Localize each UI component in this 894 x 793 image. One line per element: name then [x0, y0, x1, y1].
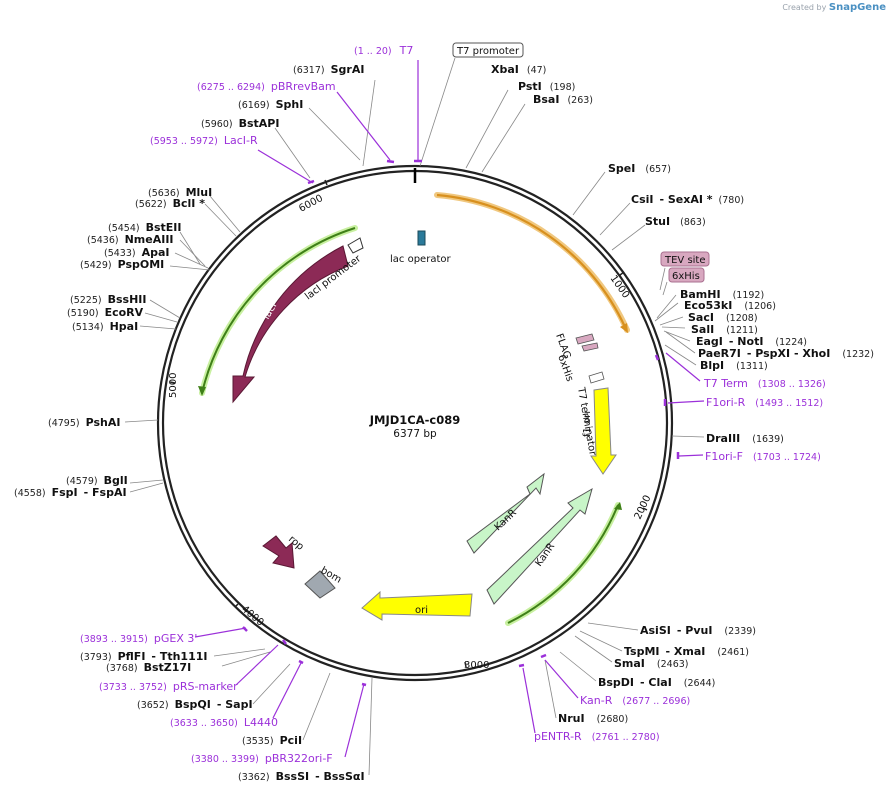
kanR-label-1: KanR [493, 508, 519, 534]
enzyme-bspdi: BspDI- ClaI(2644) [598, 676, 715, 689]
lac-operator-feature [417, 230, 426, 246]
enzyme-pcii: (3535)PciI [242, 734, 302, 747]
t7-promoter-label: T7 promoter [456, 46, 520, 57]
snapgene-logo: SnapGene [828, 2, 886, 13]
enzyme-nrui: NruI(2680) [558, 712, 628, 725]
primer-t7-term: T7 Term(1308 .. 1326) [703, 377, 826, 390]
enzyme-saci: SacI(1208) [688, 311, 758, 324]
enzyme-blpi: BlpI(1311) [700, 359, 768, 372]
orf-arc [436, 193, 626, 328]
enzyme-eagi: EagI- NotI(1224) [696, 335, 807, 348]
enzyme-apai: (5433)ApaI [104, 246, 170, 259]
flag-feature [575, 333, 595, 345]
enzyme-psti: PstI(198) [518, 80, 575, 93]
enzyme-sphi: (6169)SphI [238, 98, 303, 111]
tev-site-label: TEV site [664, 255, 706, 266]
enzyme-bcli: (5622)BclI * [135, 197, 205, 210]
enzyme-bspqi: (3652)BspQI- SapI [137, 698, 253, 711]
enzyme-ecorv: (5190)EcoRV [67, 306, 144, 319]
enzyme-csii: CsiI- SexAI *(780) [631, 193, 744, 206]
orf-arc-right [507, 504, 619, 624]
enzyme-bsshii: (5225)BssHII [70, 293, 146, 306]
enzyme-pspomi: (5429)PspOMI [80, 258, 164, 271]
tev-site-box [660, 251, 710, 267]
his6-box-label: 6xHis [672, 271, 700, 282]
primer-pbr322ori-f: (3380 .. 3399)pBR322ori-F [191, 752, 333, 765]
lacI-feature [232, 245, 349, 404]
enzyme-bstapi: (5960)BstAPI [201, 117, 279, 130]
orf-arc-right-arrowhead [614, 502, 622, 510]
enzyme-tspmi: TspMI- XmaI(2461) [624, 645, 749, 658]
enzyme-bsssi: (3362)BssSI- BssSαI [238, 770, 365, 783]
enzyme-sgrai: (6317)SgrAI [293, 63, 364, 76]
primer-laci-r: (5953 .. 5972)LacI-R [150, 134, 258, 147]
orf-arc-left [201, 227, 356, 394]
enzyme-xbai: XbaI(47) [491, 63, 546, 76]
enzyme-stui: StuI(863) [645, 215, 706, 228]
enzyme-paer7i: PaeR7I- PspXI - XhoI(1232) [698, 347, 874, 360]
enzyme-mlui: (5636)MluI [148, 186, 212, 199]
his6-feature [581, 342, 599, 352]
enzyme-pflfi: (3793)PflFI- Tth111I [80, 650, 207, 663]
orf-arc-glow [434, 192, 630, 333]
primer-l4440: (3633 .. 3650)L4440 [170, 716, 278, 729]
leader-lines [124, 57, 705, 776]
f1-ori-label: f1 ori [582, 411, 593, 437]
enzyme-bsai: BsaI(263) [533, 93, 593, 106]
ori-label: ori [415, 605, 428, 616]
kanR-feature-2 [486, 487, 593, 605]
enzyme-draiii: DraIII(1639) [706, 432, 784, 445]
enzyme-bsteii: (5454)BstEII [108, 221, 181, 234]
primer-pentr-r: pENTR-R(2761 .. 2780) [534, 730, 660, 743]
lacI-promoter-feature [347, 237, 364, 254]
primer-f1ori-r: F1ori-R(1493 .. 1512) [706, 396, 823, 409]
enzyme-nmeaiii: (5436)NmeAIII [87, 233, 174, 246]
enzyme-bstz17i: (3768)BstZ17I [106, 661, 191, 674]
t7-terminator-feature [588, 371, 605, 384]
enzyme-labels: (6317)SgrAI XbaI(47) PstI(198) BsaI(263)… [14, 63, 874, 783]
tick-label-6000: 6000 [297, 193, 325, 215]
enzyme-asisi: AsiSI- PvuI(2339) [640, 624, 756, 637]
snapgene-credit: Created by SnapGene [782, 2, 886, 13]
orf-arc-left-arrowhead [198, 386, 206, 396]
t7-promoter-box [452, 42, 524, 58]
tick-label-4000: 4000 [239, 604, 266, 629]
tick-label-5000: 5000 [168, 373, 179, 398]
primer-marks [242, 159, 680, 687]
tick-marks [169, 179, 648, 668]
tick-label-2000: 2000 [633, 494, 654, 522]
lac-operator-label: lac operator [390, 254, 451, 265]
plasmid-name: JMJD1CA-c089 [369, 413, 460, 427]
primer-prs-marker: (3733 .. 3752)pRS-marker [99, 680, 238, 693]
enzyme-hpai: (5134)HpaI [72, 320, 138, 333]
ori-feature [361, 590, 473, 621]
primer-pgex-3: (3893 .. 3915)pGEX 3' [80, 632, 197, 645]
credit-prefix: Created by [782, 3, 827, 12]
enzyme-bgli: (4579)BglI [66, 474, 128, 487]
rop-feature [262, 535, 295, 569]
enzyme-bamhi: BamHI(1192) [680, 288, 764, 301]
enzyme-fspi: (4558)FspI- FspAI [14, 486, 127, 499]
primer-kan-r: Kan-R(2677 .. 2696) [580, 694, 690, 707]
f1-ori-feature [590, 387, 617, 475]
orf-arc-arrowhead [620, 323, 628, 333]
enzyme-sali: SalI(1211) [691, 323, 758, 336]
kanR-feature-1 [466, 472, 545, 554]
primer-f1ori-f: F1ori-F(1703 .. 1724) [705, 450, 821, 463]
enzyme-smai: SmaI(2463) [614, 657, 689, 670]
plasmid-length: 6377 bp [393, 428, 437, 440]
his6-box [668, 267, 705, 283]
bom-feature [304, 570, 336, 599]
enzyme-eco53ki: Eco53kI(1206) [684, 299, 776, 312]
tick-label-3000: 3000 [464, 660, 489, 671]
his6-label: 6xHis [555, 353, 575, 383]
primer-t7: (1 .. 20)T7 [354, 44, 413, 57]
enzyme-spei: SpeI(657) [608, 162, 671, 175]
primer-pbrrevbam: (6275 .. 6294)pBRrevBam [197, 80, 336, 93]
primer-leaders [194, 60, 705, 758]
backbone-outer [156, 164, 674, 682]
primer-labels: (1 .. 20)T7 (6275 .. 6294)pBRrevBam (595… [80, 44, 826, 765]
enzyme-pshai: (4795)PshAI [48, 416, 120, 429]
